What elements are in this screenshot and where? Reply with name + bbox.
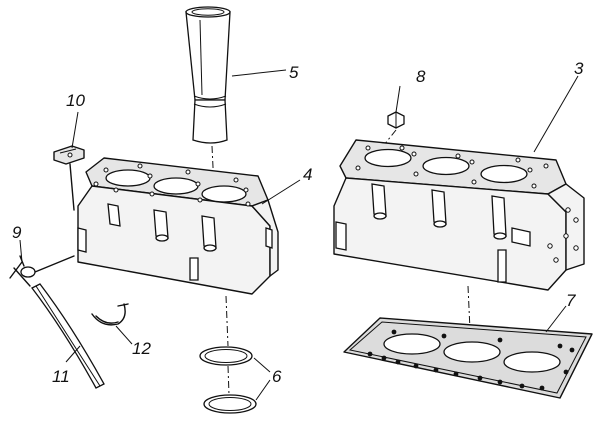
callout-11: 11 — [52, 367, 70, 386]
axis-3-to-7 — [467, 285, 471, 331]
part-9-fitting — [9, 255, 75, 287]
part-12-clip — [91, 303, 129, 326]
callout-12: 12 — [132, 339, 151, 358]
part-8-plug — [387, 111, 405, 129]
callout-9: 9 — [12, 223, 22, 242]
part-11-hose — [31, 283, 105, 389]
part-10-bracket — [53, 145, 85, 211]
axis-between-rings — [227, 365, 230, 396]
callout-6: 6 — [272, 367, 282, 386]
part-7-gasket — [343, 317, 593, 399]
callout-5: 5 — [289, 63, 299, 82]
part-4-cylinder-head — [77, 157, 279, 295]
callout-3: 3 — [574, 59, 584, 78]
part-5-sleeve — [185, 6, 231, 144]
axis-4-to-6 — [225, 295, 229, 347]
callout-4: 4 — [303, 165, 312, 184]
part-6-o-rings — [199, 346, 257, 414]
part-3-cylinder-head-assembly — [333, 139, 585, 291]
callout-10: 10 — [66, 91, 85, 110]
callout-7: 7 — [566, 291, 576, 310]
callout-8: 8 — [416, 67, 426, 86]
leader-lines — [19, 69, 579, 401]
